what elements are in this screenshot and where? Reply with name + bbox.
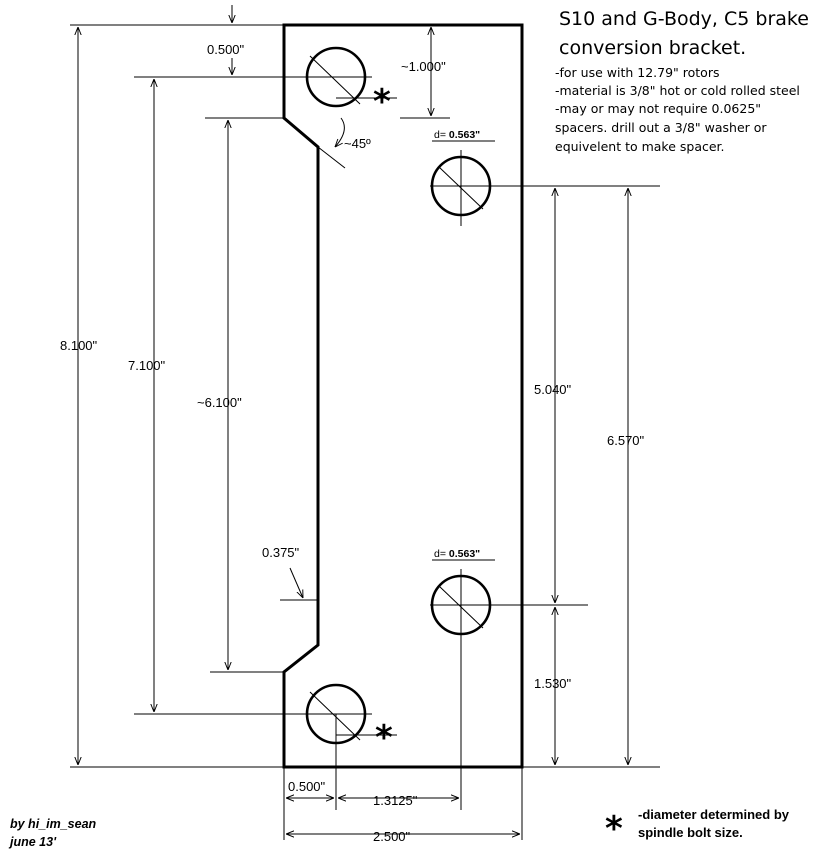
bracket-outline xyxy=(282,23,524,769)
lower-caliper-hole-diameter: d= 0.563" xyxy=(434,548,480,560)
dim-bolt-span: 7.100" xyxy=(128,358,166,373)
credit-author: by hi_im_sean xyxy=(10,817,97,831)
upper-caliper-hole-diameter: d= 0.563" xyxy=(434,129,480,141)
note-3: -may or may not require 0.0625" xyxy=(555,101,761,116)
dim-edge-to-bolt: 0.500" xyxy=(288,779,326,794)
dim-lower-caliper-to-bottom: 1.530" xyxy=(534,676,572,691)
dim-top-to-relief: ~1.000" xyxy=(401,59,446,74)
lower-bolt-asterisk: * xyxy=(375,718,393,758)
note-4: spacers. drill out a 3/8" washer or xyxy=(555,120,767,135)
dimension-arrows xyxy=(78,5,628,834)
upper-bolt-asterisk: * xyxy=(373,82,391,122)
dim-bolt-to-caliper: 1.3125" xyxy=(373,793,418,808)
title-line-1: S10 and G-Body, C5 brake xyxy=(559,8,809,30)
dim-caliper-hole-span: 5.040" xyxy=(534,382,572,397)
credit-date: june 13' xyxy=(8,835,57,849)
extension-lines xyxy=(70,24,660,840)
dim-overall-width: 2.500" xyxy=(373,829,411,844)
note-5: equivelent to make spacer. xyxy=(555,139,725,154)
title-line-2: conversion bracket. xyxy=(559,37,746,59)
dim-overall-height: 8.100" xyxy=(60,338,98,353)
note-2: -material is 3/8" hot or cold rolled ste… xyxy=(555,83,800,98)
dim-top-to-bolt: 0.500" xyxy=(207,42,245,57)
lower-caliper-hole xyxy=(430,559,495,810)
dim-relief-length: ~6.100" xyxy=(197,395,242,410)
dim-chamfer-angle: ~45º xyxy=(344,136,371,151)
upper-caliper-hole xyxy=(430,140,495,226)
legend-line-2: spindle bolt size. xyxy=(638,825,743,840)
legend-asterisk: * xyxy=(605,809,623,849)
dim-relief-depth: 0.375" xyxy=(262,545,300,560)
legend-line-1: -diameter determined by xyxy=(638,807,790,822)
dim-caliper-to-bottom: 6.570" xyxy=(607,433,645,448)
note-1: -for use with 12.79" rotors xyxy=(555,65,719,80)
